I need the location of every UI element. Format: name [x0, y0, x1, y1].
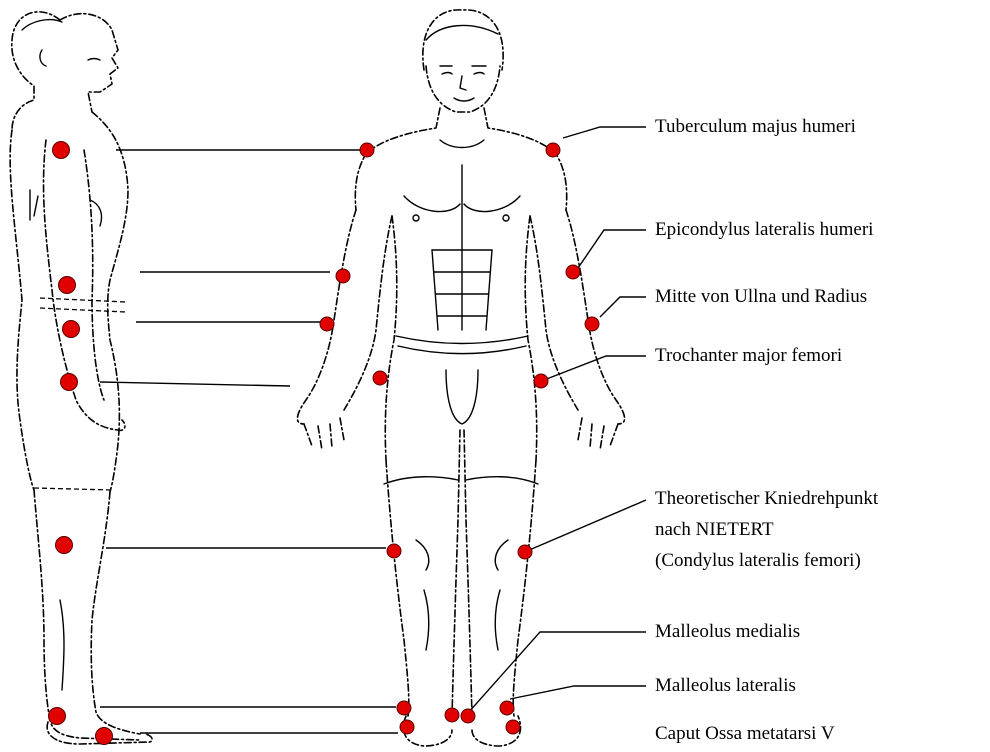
label-knie-line-3: (Condylus lateralis femori): [655, 549, 861, 573]
leader-lines: [100, 127, 646, 733]
leader-trochanter: [544, 356, 646, 380]
marker-side-trochanter: [61, 374, 78, 391]
label-trochanter: Trochanter major femori: [655, 344, 842, 368]
marker-malleolus-left-med: [461, 709, 475, 723]
label-knie-line-2: nach NIETERT: [655, 518, 774, 542]
leader-tuberculum: [563, 127, 646, 138]
label-malleolus-lateralis: Malleolus lateralis: [655, 674, 796, 698]
marker-malleolus-left-lat: [500, 701, 514, 715]
marker-caput-left: [506, 720, 520, 734]
marker-side-caput: [96, 728, 113, 745]
marker-side-tuberculum: [53, 142, 70, 159]
marker-trochanter-right: [373, 371, 387, 385]
leader-malleolus-lateralis: [510, 686, 646, 699]
leader-mitte: [600, 297, 646, 317]
marker-side-knie: [56, 537, 73, 554]
front-view-figure: [297, 10, 624, 746]
marker-epicondylus-left: [566, 265, 580, 279]
label-caput: Caput Ossa metatarsi V: [655, 722, 835, 746]
marker-caput-right: [400, 720, 414, 734]
marker-epicondylus-right: [336, 269, 350, 283]
marker-tuberculum-right: [360, 143, 374, 157]
label-malleolus-medialis: Malleolus medialis: [655, 620, 800, 644]
leader-side-trochanter: [100, 382, 290, 386]
marker-knie-left: [518, 545, 532, 559]
leader-epicondylus: [578, 230, 646, 268]
marker-malleolus-right-lat: [397, 701, 411, 715]
marker-tuberculum-left: [546, 143, 560, 157]
label-mitte: Mitte von Ullna und Radius: [655, 285, 867, 309]
side-view-figure: [10, 12, 152, 744]
marker-malleolus-right-med: [445, 708, 459, 722]
label-knie-line-1: Theoretischer Kniedrehpunkt: [655, 487, 878, 511]
marker-side-malleolus: [49, 708, 66, 725]
marker-side-mitte: [63, 321, 80, 338]
marker-mitte-left: [585, 317, 599, 331]
marker-mitte-right: [320, 317, 334, 331]
marker-trochanter-left: [534, 374, 548, 388]
label-tuberculum: Tuberculum majus humeri: [655, 115, 856, 139]
leader-malleolus-medialis: [468, 632, 646, 713]
label-epicondylus: Epicondylus lateralis humeri: [655, 218, 873, 242]
marker-side-epicondylus: [59, 277, 76, 294]
marker-knie-right: [387, 544, 401, 558]
leader-knie: [527, 500, 646, 551]
